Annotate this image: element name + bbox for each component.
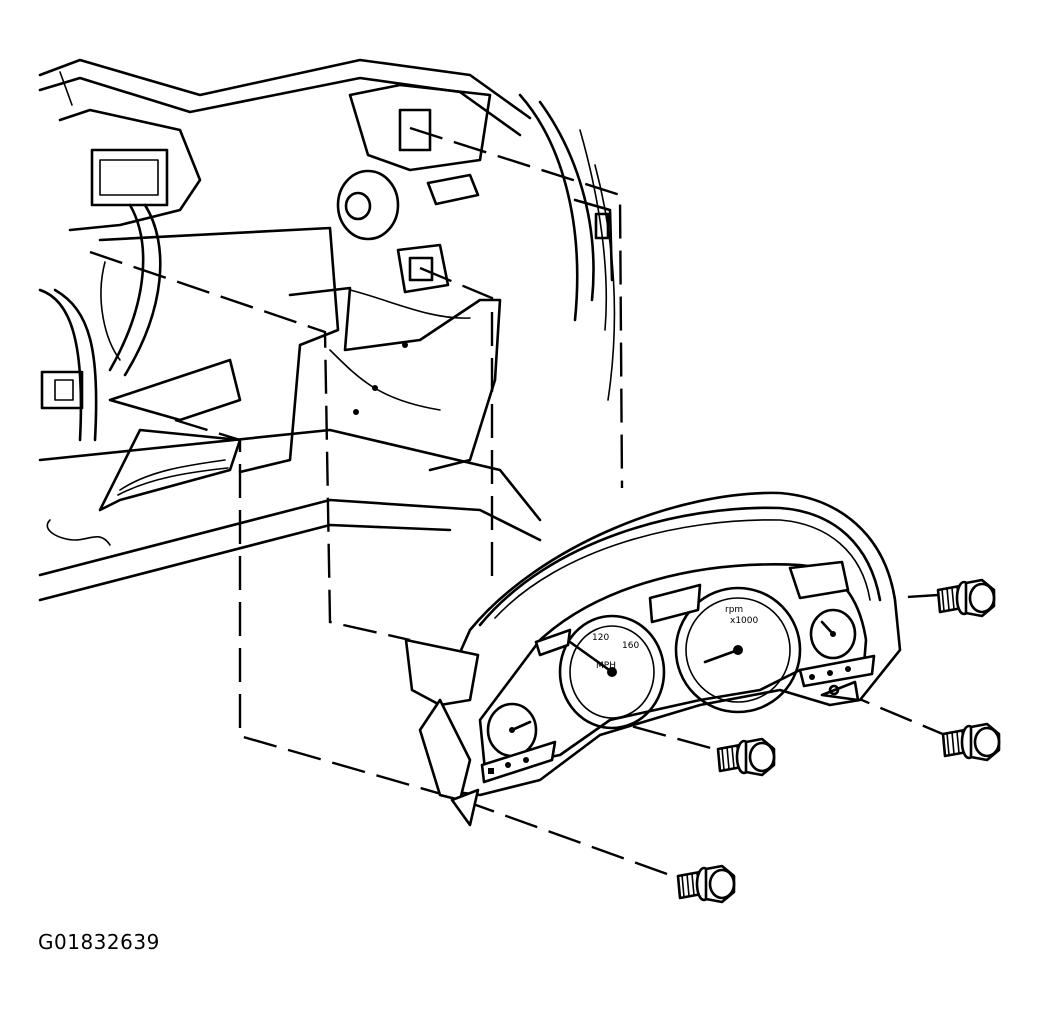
svg-text:rpm: rpm <box>725 605 743 615</box>
cluster-screw <box>676 864 736 904</box>
cluster-screw <box>716 737 776 777</box>
instrument-panel-carrier <box>38 58 616 602</box>
svg-text:MPH: MPH <box>596 661 616 671</box>
cluster-screw <box>941 722 1001 762</box>
svg-text:x1000: x1000 <box>730 616 759 626</box>
temperature-gauge <box>809 608 857 660</box>
speedometer-gauge: 120 160 MPH <box>558 614 666 730</box>
tachometer-gauge: rpm x1000 <box>674 586 802 714</box>
instrument-cluster: rpm x1000 120 160 MPH <box>404 491 902 827</box>
indicator-strip-right <box>798 654 876 688</box>
figure-id-label: G01832639 <box>38 930 160 954</box>
svg-text:160: 160 <box>622 641 639 651</box>
cluster-screw <box>936 578 996 618</box>
indicator-strip-left <box>480 740 557 784</box>
svg-text:120: 120 <box>592 633 609 643</box>
